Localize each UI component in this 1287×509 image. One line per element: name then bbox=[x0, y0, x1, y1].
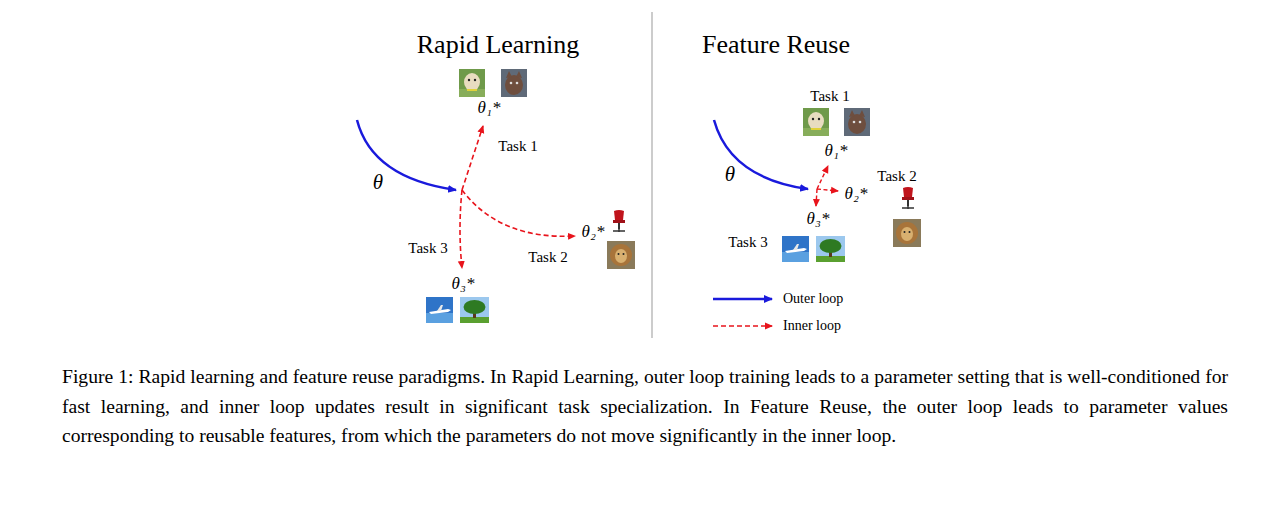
parameter-label: θ bbox=[373, 171, 383, 194]
panel-heading: Feature Reuse bbox=[702, 31, 850, 60]
task-label: Task 1 bbox=[498, 138, 537, 155]
task-label: Task 3 bbox=[728, 234, 767, 251]
task-label: Task 2 bbox=[877, 168, 916, 185]
panel-heading: Rapid Learning bbox=[417, 31, 579, 60]
task-optimum-label: θ₃* bbox=[807, 210, 830, 229]
task-optimum-label: θ₂* bbox=[845, 185, 868, 204]
task-label: Task 2 bbox=[528, 249, 567, 266]
figure-caption: Figure 1: Rapid learning and feature reu… bbox=[62, 362, 1228, 451]
task-optimum-label: θ₁* bbox=[478, 99, 501, 118]
task-optimum-label: θ₃* bbox=[452, 275, 475, 294]
task-label: Task 1 bbox=[810, 88, 849, 105]
task-optimum-label: θ₂* bbox=[582, 223, 605, 242]
legend-text: Outer loop bbox=[783, 291, 843, 307]
parameter-label: θ bbox=[725, 163, 735, 186]
legend-text: Inner loop bbox=[783, 318, 841, 334]
task-optimum-label: θ₁* bbox=[825, 142, 848, 161]
task-label: Task 3 bbox=[408, 240, 447, 257]
